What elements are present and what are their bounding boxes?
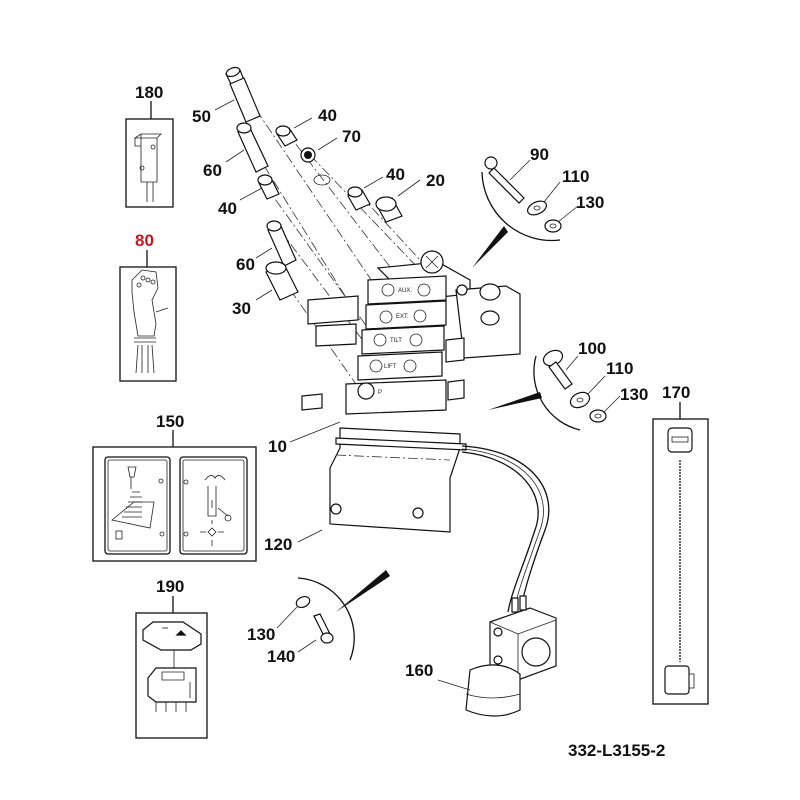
section-label-tilt: TILT <box>390 338 402 344</box>
callout-150[interactable]: 150 <box>156 412 184 431</box>
callout-labels: 180 80 150 190 50 40 70 60 40 40 20 60 3… <box>135 83 690 760</box>
detail-circle-lower <box>297 570 390 661</box>
section-label-lift: LIFT <box>384 364 397 370</box>
fitting-50[interactable] <box>225 66 261 123</box>
callout-40-upper[interactable]: 40 <box>318 106 337 125</box>
callout-50[interactable]: 50 <box>192 107 211 126</box>
callout-120[interactable]: 120 <box>264 535 292 554</box>
washer-110-upper[interactable] <box>525 198 548 217</box>
fitting-30[interactable] <box>265 261 299 301</box>
washer-130-lower-left[interactable] <box>295 595 312 610</box>
valve-bank-10[interactable]: AUX. EXT. TILT LIFT P <box>301 250 521 415</box>
callout-130-lower-left[interactable]: 130 <box>247 625 275 644</box>
section-label-ext: EXT. <box>396 314 409 320</box>
callout-110-lower[interactable]: 110 <box>606 359 633 378</box>
lockwasher-130-lower[interactable] <box>589 409 607 423</box>
callout-10[interactable]: 10 <box>268 437 287 456</box>
fitting-20[interactable] <box>375 196 403 223</box>
fitting-60-lower[interactable] <box>266 220 297 267</box>
callout-40-right[interactable]: 40 <box>386 165 405 184</box>
hose-fittings <box>225 66 421 391</box>
callout-40-mid[interactable]: 40 <box>218 199 237 218</box>
fitting-40-mid[interactable] <box>257 174 280 200</box>
callout-60-lower[interactable]: 60 <box>236 255 255 274</box>
detail-circle-upper-right <box>472 171 561 268</box>
part-80-joystick[interactable] <box>119 250 177 382</box>
callout-180[interactable]: 180 <box>135 83 163 102</box>
accumulator-160[interactable] <box>465 595 557 717</box>
callout-190[interactable]: 190 <box>156 577 184 596</box>
fitting-60-upper[interactable] <box>236 122 269 173</box>
washer-110-lower[interactable] <box>568 389 592 410</box>
callout-170[interactable]: 170 <box>662 383 690 402</box>
callout-100[interactable]: 100 <box>578 339 606 358</box>
part-190-rocker-switch[interactable] <box>135 596 208 739</box>
section-label-p: P <box>378 390 382 396</box>
callout-80[interactable]: 80 <box>135 231 154 250</box>
bolt-140[interactable] <box>313 613 334 644</box>
bolt-90[interactable] <box>484 156 525 204</box>
section-label-aux: AUX. <box>398 288 412 294</box>
callout-130-lower[interactable]: 130 <box>620 385 648 404</box>
nut-70[interactable] <box>300 147 331 186</box>
mounting-plate-120[interactable] <box>329 427 467 533</box>
callout-110-upper[interactable]: 110 <box>562 167 589 186</box>
part-150-decals[interactable] <box>92 430 257 562</box>
callout-160[interactable]: 160 <box>405 661 433 680</box>
bolt-100[interactable] <box>541 347 573 390</box>
callout-130-upper[interactable]: 130 <box>576 193 604 212</box>
leader-lines <box>214 99 621 691</box>
callout-60-upper[interactable]: 60 <box>203 161 222 180</box>
hydraulic-hoses <box>461 445 550 613</box>
part-170-harness[interactable] <box>652 402 709 705</box>
callout-30[interactable]: 30 <box>232 299 251 318</box>
part-180-switch[interactable] <box>125 101 174 208</box>
lockwasher-130-upper[interactable] <box>544 219 562 233</box>
callout-20[interactable]: 20 <box>426 171 445 190</box>
callout-140[interactable]: 140 <box>267 647 295 666</box>
detail-circle-mid-right <box>488 355 581 431</box>
callout-70[interactable]: 70 <box>342 127 361 146</box>
fitting-40-right[interactable] <box>347 186 371 211</box>
fitting-40-upper[interactable] <box>275 125 298 147</box>
drawing-code: 332-L3155-2 <box>568 741 665 760</box>
callout-90[interactable]: 90 <box>530 145 549 164</box>
